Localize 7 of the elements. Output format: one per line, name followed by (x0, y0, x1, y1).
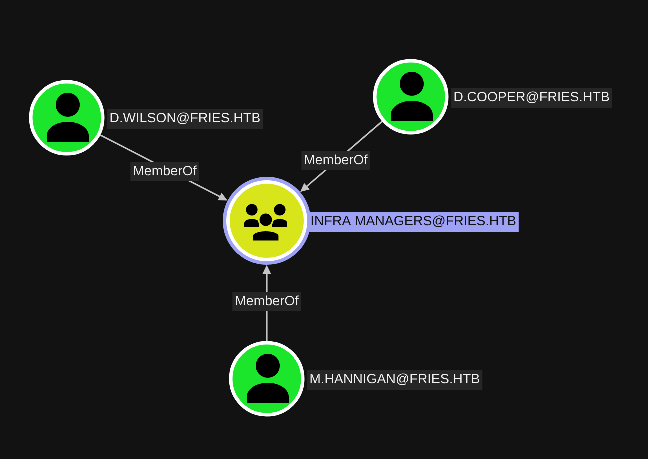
edge-label: MemberOf (232, 292, 302, 312)
node-label: INFRA MANAGERS@FRIES.HTB (308, 212, 519, 232)
edge-label: MemberOf (302, 152, 370, 170)
node-label: D.WILSON@FRIES.HTB (107, 109, 264, 129)
node-label: M.HANNIGAN@FRIES.HTB (307, 370, 483, 390)
node-label: D.COOPER@FRIES.HTB (451, 88, 612, 108)
edge-label: MemberOf (130, 162, 200, 182)
